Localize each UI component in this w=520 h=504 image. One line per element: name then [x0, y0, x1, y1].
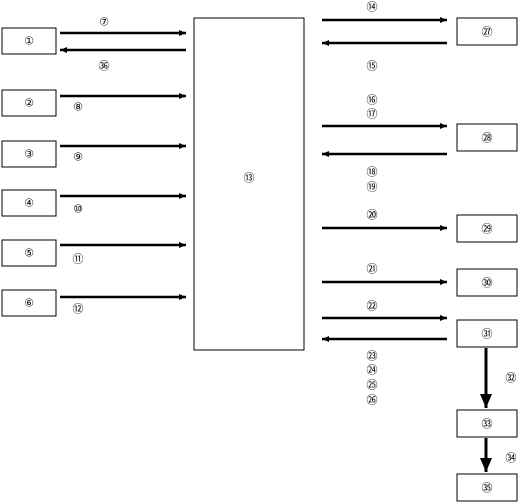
node-33-box	[456, 409, 518, 438]
node-27-label: ㉗	[482, 26, 493, 39]
node-29-box	[456, 214, 518, 243]
node-1-box	[1, 27, 57, 55]
node-6-box	[1, 289, 57, 317]
center-node-label: ⑬	[244, 172, 255, 185]
arrow-22-label: ㉒	[367, 300, 378, 313]
arrow-10-label: ⑩	[73, 203, 83, 216]
node-4-label: ④	[24, 197, 34, 210]
node-30-label: ㉚	[482, 277, 493, 290]
node-31-box	[456, 319, 518, 348]
arrow-19-label: ⑲	[367, 181, 378, 194]
node-5-label: ⑤	[24, 247, 34, 260]
node-30-box	[456, 268, 518, 297]
arrow-8-label: ⑧	[73, 101, 83, 114]
node-33-label: ㉝	[482, 418, 493, 431]
node-1-label: ①	[24, 35, 34, 48]
node-28-label: ㉘	[482, 132, 493, 145]
center-node-box	[193, 17, 305, 351]
arrow-7-label: ⑦	[99, 16, 109, 29]
arrow-32-label: ㉜	[506, 372, 517, 385]
arrow-18-label: ⑱	[367, 166, 378, 179]
node-31-label: ㉛	[482, 328, 493, 341]
node-29-label: ㉙	[482, 223, 493, 236]
node-28-box	[456, 123, 518, 152]
arrow-9-label: ⑨	[73, 151, 83, 164]
arrow-34-label: ㉞	[506, 452, 517, 465]
node-4-box	[1, 189, 57, 217]
node-2-label: ②	[24, 97, 34, 110]
arrow-17-label: ⑰	[367, 108, 378, 121]
arrow-11-label: ⑪	[73, 253, 84, 266]
node-3-label: ③	[24, 148, 34, 161]
node-35-box	[456, 473, 518, 502]
arrow-36-label: ㊱	[99, 60, 110, 73]
node-3-box	[1, 140, 57, 168]
arrow-14-label: ⑭	[367, 1, 378, 14]
arrow-26-label: ㉖	[367, 394, 378, 407]
arrow-12-label: ⑫	[73, 303, 84, 316]
arrow-20-label: ⑳	[367, 209, 378, 222]
node-5-box	[1, 239, 57, 267]
node-2-box	[1, 89, 57, 117]
arrow-24-label: ㉔	[367, 364, 378, 377]
node-35-label: ㉟	[482, 482, 493, 495]
node-27-box	[456, 17, 518, 46]
node-6-label: ⑥	[24, 297, 34, 310]
arrow-23-label: ㉓	[367, 350, 378, 363]
arrow-16-label: ⑯	[367, 94, 378, 107]
arrow-25-label: ㉕	[367, 379, 378, 392]
arrow-15-label: ⑮	[367, 60, 378, 73]
arrow-21-label: ㉑	[367, 263, 378, 276]
